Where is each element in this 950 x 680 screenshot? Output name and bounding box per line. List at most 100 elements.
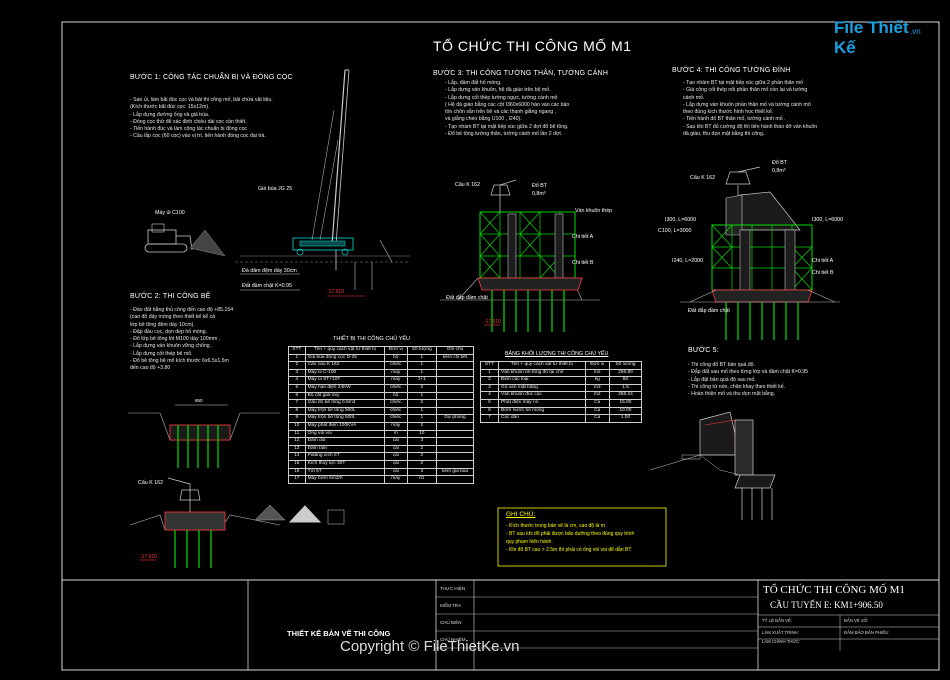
volume-label: 0,8m³ — [772, 168, 786, 174]
beam-label: I240, L=2000 — [672, 258, 704, 264]
table-cell: chiếc — [383, 399, 408, 408]
step1-line: (Kích thước bãi đúc cọc: 15x12m). — [130, 104, 210, 111]
table-cell: 2 — [406, 399, 438, 408]
table-cell: Ca — [584, 414, 610, 423]
step2-line: - Đập đầu cọc, dọn dẹp hố móng. — [130, 328, 207, 335]
table-cell: 1 — [406, 368, 438, 378]
note-line: - Khi đổ BT cao > 2.5m thì phải có ống v… — [506, 547, 632, 553]
note-line: - BT sau khi đổ phải được bảo dưỡng theo… — [506, 531, 635, 537]
table-cell: 6 — [479, 406, 500, 416]
step1-line: - Cẩu lắp cọc (60 cọc) vào vị trí, tiến … — [130, 133, 266, 140]
table-cell: 7 — [479, 414, 500, 423]
step4-line: - Lắp dựng ván khuôn phần thân mố và tườ… — [683, 101, 811, 108]
logo-suffix: .vn — [910, 27, 921, 36]
table-cell: Đầm dùi — [304, 437, 385, 446]
table-cell — [436, 429, 474, 439]
step2-line: - Đổ lớp bê tông lót M100 dày 100mm . — [130, 336, 221, 343]
elevation-label: -17.610 — [327, 289, 344, 295]
equipment-table-title: THIẾT BỊ THI CÔNG CHỦ YẾU — [333, 336, 411, 342]
table-cell: 256.24 — [608, 391, 643, 400]
step1-line: - San ủi, làm bãi đúc cọc và bãi thi côn… — [130, 97, 273, 103]
stamp-text: THIẾT KẾ BẢN VẼ THI CÔNG — [287, 629, 391, 638]
table-cell: 1.5 — [608, 383, 643, 393]
title-block-row: THỰC HIỆN — [440, 586, 466, 591]
notes-box — [497, 507, 667, 567]
step4-drawing — [680, 166, 840, 340]
info-cell: TỶ LỆ BẢN VẼ: — [762, 618, 793, 623]
table-cell: 2 — [406, 452, 438, 461]
table-cell: Máy trộn bê tông 500L — [304, 406, 385, 416]
table-cell: 1 — [406, 361, 438, 370]
table-cell: 9 — [288, 414, 306, 423]
table-cell: 4 — [479, 391, 500, 400]
table-cell: chiếc — [383, 361, 408, 370]
table-cell: m2 — [584, 391, 610, 400]
step3-line: - Lắp, đầm đất hố móng. — [445, 80, 502, 86]
logo-text: File Thiết Kế — [834, 18, 909, 57]
table-cell: Giá búa đóng cọc D-25 — [304, 353, 385, 363]
step2-line: - Lắp dựng ván khuôn vững chống . — [130, 343, 213, 350]
table-cell — [436, 368, 474, 378]
table-cell: 10 — [288, 421, 306, 431]
step2-line: (cao độ đáy móng theo thiết kế kể cả — [130, 314, 216, 321]
detail-b-label: Chi tiết B — [812, 270, 834, 276]
table-cell: cái — [383, 437, 408, 446]
title-block-row: CHỦ NHIỆM — [440, 637, 466, 642]
step5-line: - Thi công đổ BT bản quá độ. — [688, 362, 756, 368]
table-cell: chiếc — [383, 414, 408, 423]
table-cell: cái — [383, 452, 408, 461]
table-cell: bộ — [383, 391, 408, 401]
copyright-watermark: Copyright © FileThietKe.vn — [340, 638, 520, 655]
table-cell — [436, 391, 474, 401]
table-cell: máy — [383, 376, 408, 385]
table-cell: Gầu đổ bê tông 0.8m3 — [304, 399, 385, 408]
step3-text: - Lắp, đầm đất hố móng. - Lắp dựng ván k… — [445, 80, 569, 138]
table-cell: kèm chi tiết — [436, 353, 474, 363]
step4-text: - Tạo nhám BT tại mặt tiếp xúc giữa 2 ph… — [683, 80, 817, 138]
bulldozer-label: Máy ủi C100 — [155, 210, 185, 216]
table-cell: 5 — [479, 398, 500, 408]
elevation-label: -17.610 — [484, 319, 501, 325]
table-cell: 1 — [406, 391, 438, 401]
table-cell: 3 — [479, 383, 500, 393]
formwork-label: Ván khuôn thép — [575, 208, 613, 214]
table-cell: Bộ cắt gas-ôxy — [304, 391, 385, 401]
table-cell: 2 — [406, 421, 438, 431]
step1-line: - Lắp dựng đường ống và giá búa. — [130, 111, 210, 118]
table-cell: 50 — [608, 376, 643, 385]
site-logo: File Thiết Kế .vn — [814, 14, 924, 57]
table-cell: 3 — [288, 368, 306, 378]
step2-text: - Đào đất bằng thủ công đến cao độ +85.1… — [130, 307, 233, 373]
table-cell: 3 — [406, 467, 438, 477]
table-cell: 12 — [288, 437, 306, 446]
compact-label: Đất đầm chặt K=0.95 — [242, 283, 292, 289]
table-cell: Máy ủi ST+10T — [304, 376, 385, 385]
table-cell: Ca — [584, 406, 610, 416]
table-cell: Dự phòng — [436, 414, 474, 423]
crane-label: Cẩu K 162 — [690, 175, 716, 181]
table-header-cell: STT — [288, 346, 306, 355]
beam-label: C100, L=3000 — [658, 228, 692, 234]
step2-line: - Lắp dựng cốt thép bệ mố. — [130, 350, 193, 357]
table-cell: 8 — [288, 406, 306, 416]
step5-heading: BƯỚC 5: — [688, 347, 719, 354]
step3-heading: BƯỚC 3: THI CÔNG TƯỜNG THÂN, TƯỜNG CÁNH — [433, 70, 609, 77]
step1-line: - Tiến hành đúc và làm công tác chuẩn bị… — [130, 126, 248, 133]
table-cell: kg — [584, 376, 610, 385]
table-cell: 7 — [288, 399, 306, 408]
table-cell: cái — [383, 467, 408, 477]
table-cell — [436, 475, 474, 484]
detail-b-label: Chi tiết B — [572, 260, 594, 266]
step3-line: - Đổ bê tông tường thân, tường cánh mố l… — [445, 131, 563, 138]
